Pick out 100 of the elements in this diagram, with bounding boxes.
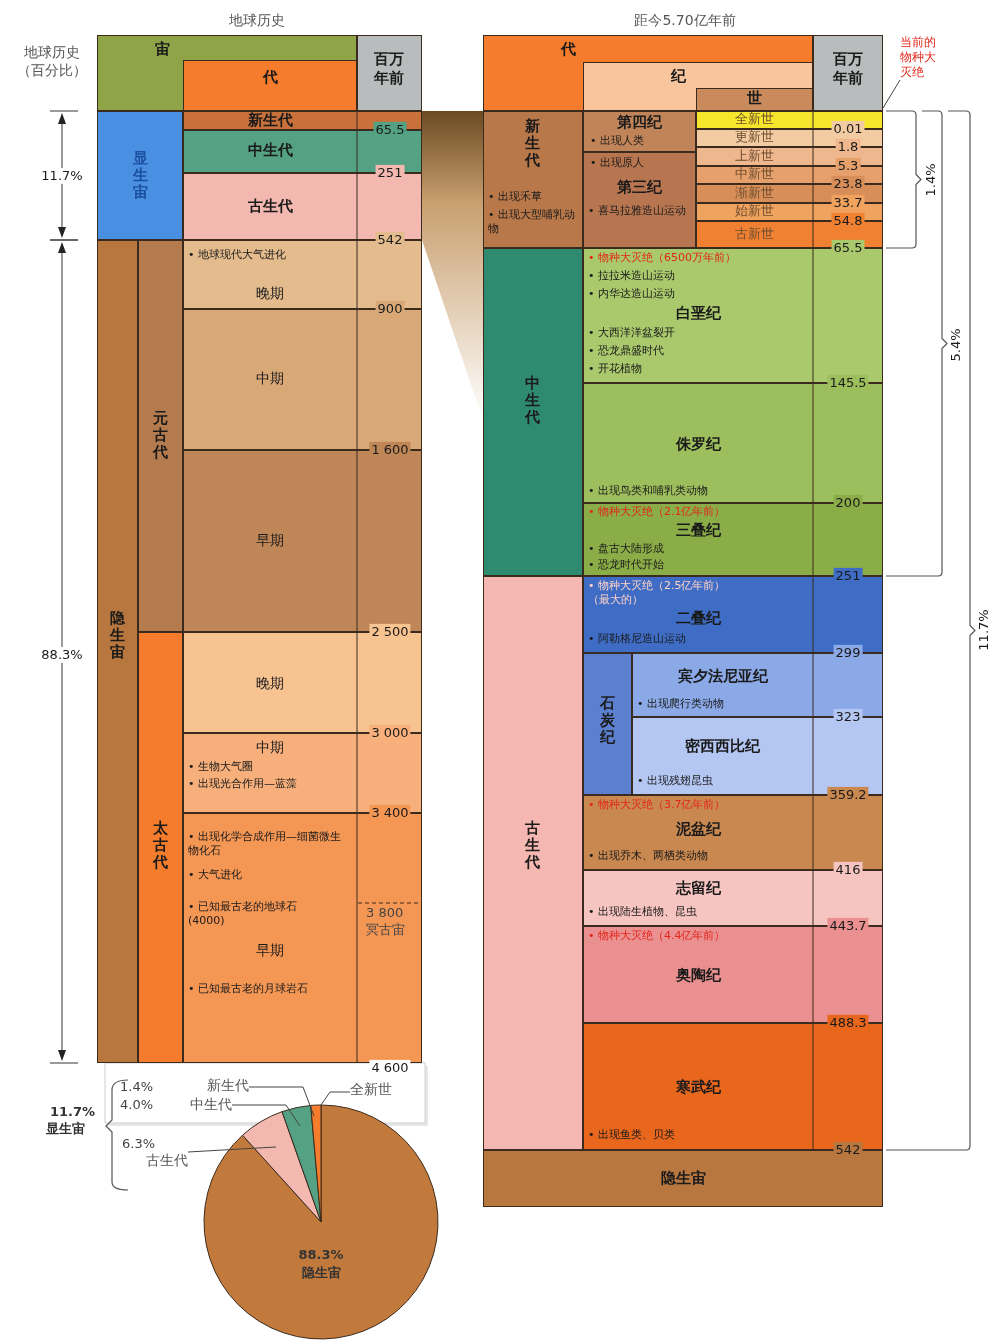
heading: 地球历史 (228, 12, 286, 30)
bullet-note: • 已知最古老的月球岩石 (188, 982, 309, 996)
unit-name: 中新世 (734, 166, 775, 182)
leader-line (320, 1091, 351, 1106)
unit-name: 隐生宙 (659, 1169, 707, 1188)
percentage-label: 1.4% (120, 1079, 155, 1096)
unit-name: 代 (261, 68, 279, 87)
annotation-text: 当前的物种大灭绝 (900, 35, 938, 80)
unit-name: 二叠纪 (674, 609, 722, 628)
pie-slice (242, 1111, 321, 1222)
header-cell (357, 35, 422, 111)
bullet-note: • 生物大气圈 (188, 760, 254, 774)
unit-name: 古生代 (246, 197, 294, 216)
unit-name: 寒武纪 (674, 1078, 722, 1097)
bullet-note: • 出现光合作用—蓝藻 (188, 777, 298, 791)
bullet-note: • 出现乔木、两栖类动物 (588, 849, 709, 863)
period-cell (583, 152, 696, 248)
bullet-note: • 出现爬行类动物 (637, 697, 725, 711)
bullet-note: • 恐龙时代开始 (588, 558, 665, 572)
bullet-note: • 出现化学合成作用—细菌微生物化石 (188, 830, 342, 858)
bullet-note: • 出现陆生植物、昆虫 (588, 905, 698, 919)
era-cell (483, 576, 583, 1150)
header-cell (483, 35, 813, 111)
unit-name: 代 (559, 40, 577, 59)
unit-name: 上新世 (734, 148, 775, 164)
bullet-note: • 大气进化 (188, 868, 243, 882)
slice-label: 88.3% (297, 1247, 345, 1264)
extinction-note: • 物种大灭绝（3.7亿年前） (588, 798, 727, 812)
pie-label: 古生代 (146, 1152, 188, 1170)
unit-name: 宾夕法尼亚纪 (676, 667, 769, 686)
slice-label: 隐生宙 (300, 1265, 342, 1282)
bullet-note: • 喜马拉雅造山运动 (588, 204, 687, 218)
percentage-label: 6.3% (122, 1136, 157, 1153)
unit-name: 泥盆纪 (674, 820, 722, 839)
eon-cell (97, 240, 138, 1063)
extinction-note: • 物种大灭绝（4.4亿年前） (588, 929, 727, 943)
unit-name: 白垩纪 (674, 304, 722, 323)
unit-name: 新生代 (524, 118, 541, 169)
percentage-label: 1.4% (922, 163, 939, 197)
bullet-note: • 已知最古老的地球石(4000) (188, 900, 298, 928)
unit-name: 元古代 (152, 410, 169, 461)
unit-name: 三叠纪 (674, 521, 722, 540)
unit-name: 百万年前 (373, 50, 405, 88)
pie-label: 全新世 (350, 1081, 392, 1099)
header-cell (583, 62, 813, 111)
unit-name: 第四纪 (616, 113, 663, 132)
unit-name: 第三纪 (616, 178, 663, 197)
unit-name: 石炭纪 (599, 695, 616, 746)
unit-name: 隐生宙 (109, 610, 126, 661)
age-number: 3 800 (366, 905, 405, 922)
percentage-label: 88.3% (39, 646, 85, 664)
unit-name: 太古代 (152, 820, 169, 871)
extinction-note: • 物种大灭绝（2.5亿年前）（最大的） (588, 579, 727, 607)
unit-name: 古生代 (524, 820, 541, 871)
unit-name: 更新世 (734, 129, 775, 145)
extinction-note: • 物种大灭绝（6500万年前） (588, 251, 737, 265)
percentage-label: 11.7% (975, 609, 992, 651)
unit-name: 世 (746, 89, 763, 108)
header-cell (183, 60, 357, 111)
header-cell (813, 35, 883, 111)
unit-name: 渐新世 (734, 185, 775, 201)
unit-name: 密西西比纪 (684, 737, 761, 756)
percentage-label: 4.0% (120, 1097, 155, 1114)
era-cell (138, 632, 183, 1063)
unit-name: 始新世 (734, 203, 775, 219)
bullet-note: • 出现残翅昆虫 (637, 774, 714, 788)
bullet-note: • 出现禾草 (488, 190, 543, 204)
header-cell (97, 35, 357, 111)
leader-line (187, 1146, 277, 1153)
unit-name: 早期 (255, 942, 285, 960)
period-cell (583, 111, 696, 152)
era-cell (483, 248, 583, 576)
bullet-note: • 出现鸟类和哺乳类动物 (588, 484, 709, 498)
unit-name: 侏罗纪 (674, 435, 722, 454)
pie-label: 新生代 (207, 1077, 249, 1095)
unit-name: 中期 (255, 739, 285, 757)
unit-name: 中生代 (246, 141, 294, 160)
bullet-note: • 阿勒格尼造山运动 (588, 632, 687, 646)
unit-name: 中生代 (524, 375, 541, 426)
unit-name: 显生宙 (132, 150, 149, 201)
unit-name: 中期 (255, 370, 285, 388)
eon-label: 显生宙 (46, 1121, 86, 1138)
pie-slice (282, 1105, 321, 1222)
bullet-note: • 出现原人 (590, 156, 645, 170)
unit-name: 宙 (153, 40, 171, 59)
eon-cell (97, 111, 183, 240)
bullet-note: • 出现鱼类、贝类 (588, 1128, 676, 1142)
bullet-note: • 内华达造山运动 (588, 287, 676, 301)
unit-name: 纪 (669, 67, 687, 86)
bullet-note: • 地球现代大气进化 (188, 248, 287, 262)
leader-line (231, 1104, 301, 1127)
unit-name: 古新世 (734, 226, 775, 242)
unit-name: 晚期 (255, 675, 285, 693)
bullet-note: • 恐龙鼎盛时代 (588, 344, 665, 358)
era-cell (483, 111, 583, 248)
unit-name: 全新世 (734, 111, 775, 127)
bullet-note: • 开花植物 (588, 362, 643, 376)
eon-cell (138, 240, 183, 632)
unit-name: 晚期 (255, 285, 285, 303)
bullet-note: • 拉拉米造山运动 (588, 269, 676, 283)
